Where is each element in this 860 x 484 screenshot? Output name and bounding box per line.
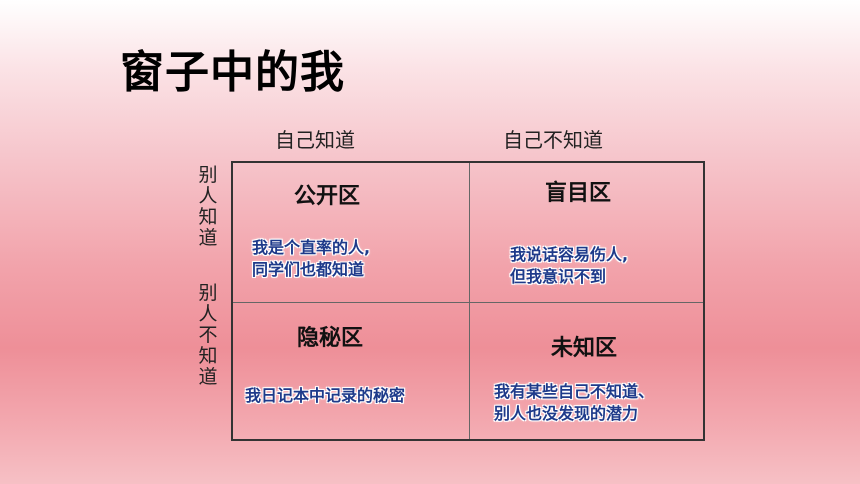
quadrant-example-hidden-line1: 我日记本中记录的秘密 [245, 386, 406, 405]
quadrant-example-blind-line1: 我说话容易伤人, [510, 245, 629, 264]
quadrant-example-unknown-line2: 别人也没发现的潜力 [494, 404, 639, 423]
quadrant-example-unknown-line1: 我有某些自己不知道、 [494, 382, 655, 401]
quadrant-title-open: 公开区 [294, 184, 361, 209]
quadrant-example-hidden: 我日记本中记录的秘密 [245, 385, 405, 407]
column-header-known-to-self: 自己知道 [275, 128, 355, 152]
column-header-unknown-to-self: 自己不知道 [503, 128, 603, 152]
quadrant-example-open: 我是个直率的人, 同学们也都知道 [252, 237, 370, 281]
quadrant-example-open-line2: 同学们也都知道 [252, 260, 365, 279]
row-label-known-to-others: 别人知道 [198, 164, 218, 249]
quadrant-title-hidden: 隐秘区 [297, 326, 364, 351]
johari-window-grid [231, 161, 705, 441]
quadrant-title-unknown: 未知区 [551, 336, 618, 361]
quadrant-title-blind: 盲目区 [545, 181, 612, 206]
quadrant-example-blind: 我说话容易伤人, 但我意识不到 [510, 244, 628, 288]
grid-horizontal-divider [233, 302, 703, 303]
quadrant-example-blind-line2: 但我意识不到 [510, 267, 607, 286]
quadrant-example-unknown: 我有某些自己不知道、 别人也没发现的潜力 [494, 381, 654, 425]
grid-vertical-divider [469, 163, 470, 439]
quadrant-example-open-line1: 我是个直率的人, [252, 238, 371, 257]
slide-title: 窗子中的我 [120, 47, 345, 98]
row-label-unknown-to-others: 别人不知道 [198, 282, 218, 388]
